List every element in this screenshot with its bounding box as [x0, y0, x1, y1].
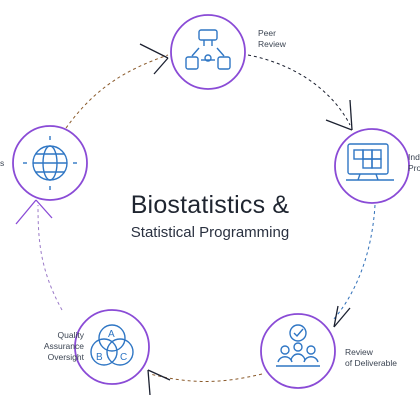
svg-text:C: C [120, 352, 127, 363]
node-globe [12, 125, 88, 201]
connector-independent-to-review [332, 204, 376, 321]
label-globe-node: s [0, 158, 5, 168]
arrowhead-quality [147, 369, 171, 396]
diagram-title: Biostatistics & [130, 191, 290, 219]
label-review-of-deliverable: Review of Deliverable [345, 347, 397, 368]
globe-icon [23, 136, 77, 190]
label-peer-review: Peer Review [258, 28, 286, 49]
team-checkmark-icon [276, 324, 320, 367]
svg-text:B: B [96, 352, 103, 363]
connector-globe-to-peer [65, 54, 169, 129]
connector-review-to-quality [149, 373, 263, 382]
peer-review-triangle-icon [185, 29, 231, 70]
arrowhead-peer [139, 43, 169, 75]
abc-venn-letters: A B C [96, 329, 127, 363]
node-quality-assurance-oversight: A B C [74, 309, 150, 385]
label-independent-programming: Ind Pro [408, 152, 420, 173]
node-peer-review [170, 14, 246, 90]
arrowhead-globe [15, 199, 53, 225]
arrowhead-review [333, 305, 351, 328]
svg-text:A: A [108, 329, 115, 340]
abc-venn-icon [90, 324, 134, 366]
node-independent-programming [334, 128, 410, 204]
computer-blocks-icon [346, 143, 394, 181]
arrowhead-independent [325, 99, 353, 131]
node-review-of-deliverable [260, 313, 336, 389]
label-quality-assurance-oversight: Quality Assurance Oversight [43, 330, 84, 362]
connector-peer-to-independent [247, 54, 351, 126]
diagram-subtitle: Statistical Programming [130, 224, 290, 241]
connector-quality-to-globe [37, 204, 63, 311]
